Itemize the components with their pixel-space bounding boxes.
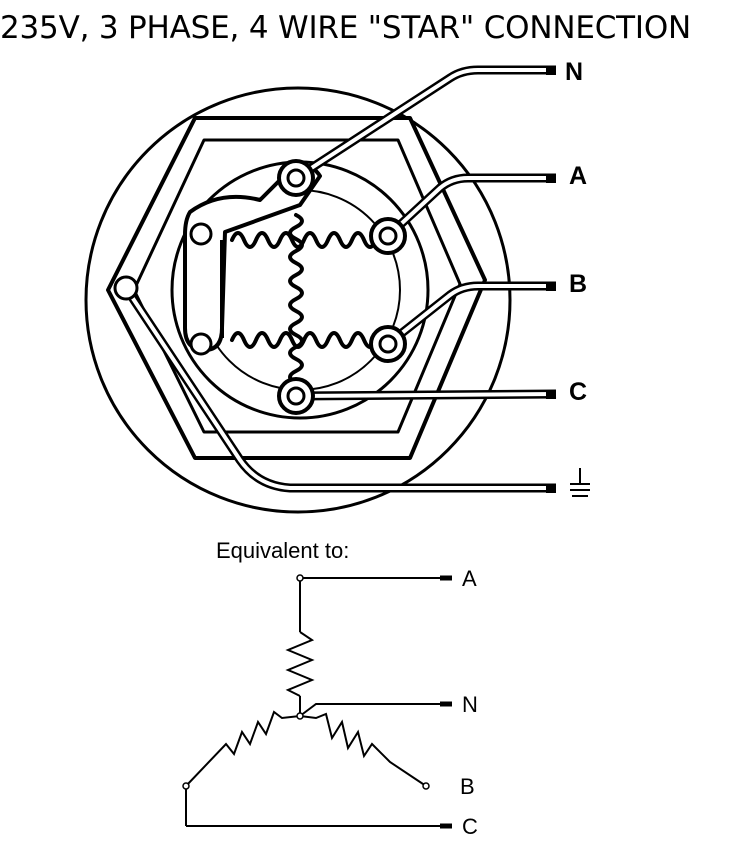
terminal-earth xyxy=(113,275,139,301)
wire-b xyxy=(385,281,556,348)
terminal-left-upper xyxy=(189,222,213,246)
equivalent-schematic xyxy=(185,575,452,829)
terminal-c xyxy=(277,377,315,415)
coil-vertical xyxy=(288,213,304,385)
wire-n xyxy=(293,65,556,182)
coil-upper-horizontal xyxy=(230,231,390,249)
terminal-left-lower xyxy=(189,332,213,356)
label-b: B xyxy=(569,270,587,298)
equivalent-label-c: C xyxy=(462,814,478,839)
equivalent-nodes xyxy=(182,574,430,790)
equivalent-heading: Equivalent to: xyxy=(216,538,349,563)
wire-c xyxy=(295,389,557,401)
equivalent-label-a: A xyxy=(462,566,477,591)
supply-wires xyxy=(122,65,557,493)
label-c: C xyxy=(569,378,587,406)
equivalent-label-b: B xyxy=(460,774,475,799)
equivalent-label-n: N xyxy=(462,692,478,717)
coil-lower-horizontal xyxy=(230,331,390,349)
outer-flange xyxy=(84,86,512,514)
terminals xyxy=(113,159,407,415)
wire-a xyxy=(384,173,556,240)
label-n: N xyxy=(565,58,583,86)
terminal-n xyxy=(277,159,315,197)
terminal-b xyxy=(369,325,407,363)
wire-ends xyxy=(546,66,556,493)
wire-earth xyxy=(122,285,556,493)
ground-icon xyxy=(570,468,590,497)
label-a: A xyxy=(569,162,587,190)
page-title: 235V, 3 PHASE, 4 WIRE "STAR" CONNECTION xyxy=(0,10,692,46)
terminal-a xyxy=(369,217,407,255)
